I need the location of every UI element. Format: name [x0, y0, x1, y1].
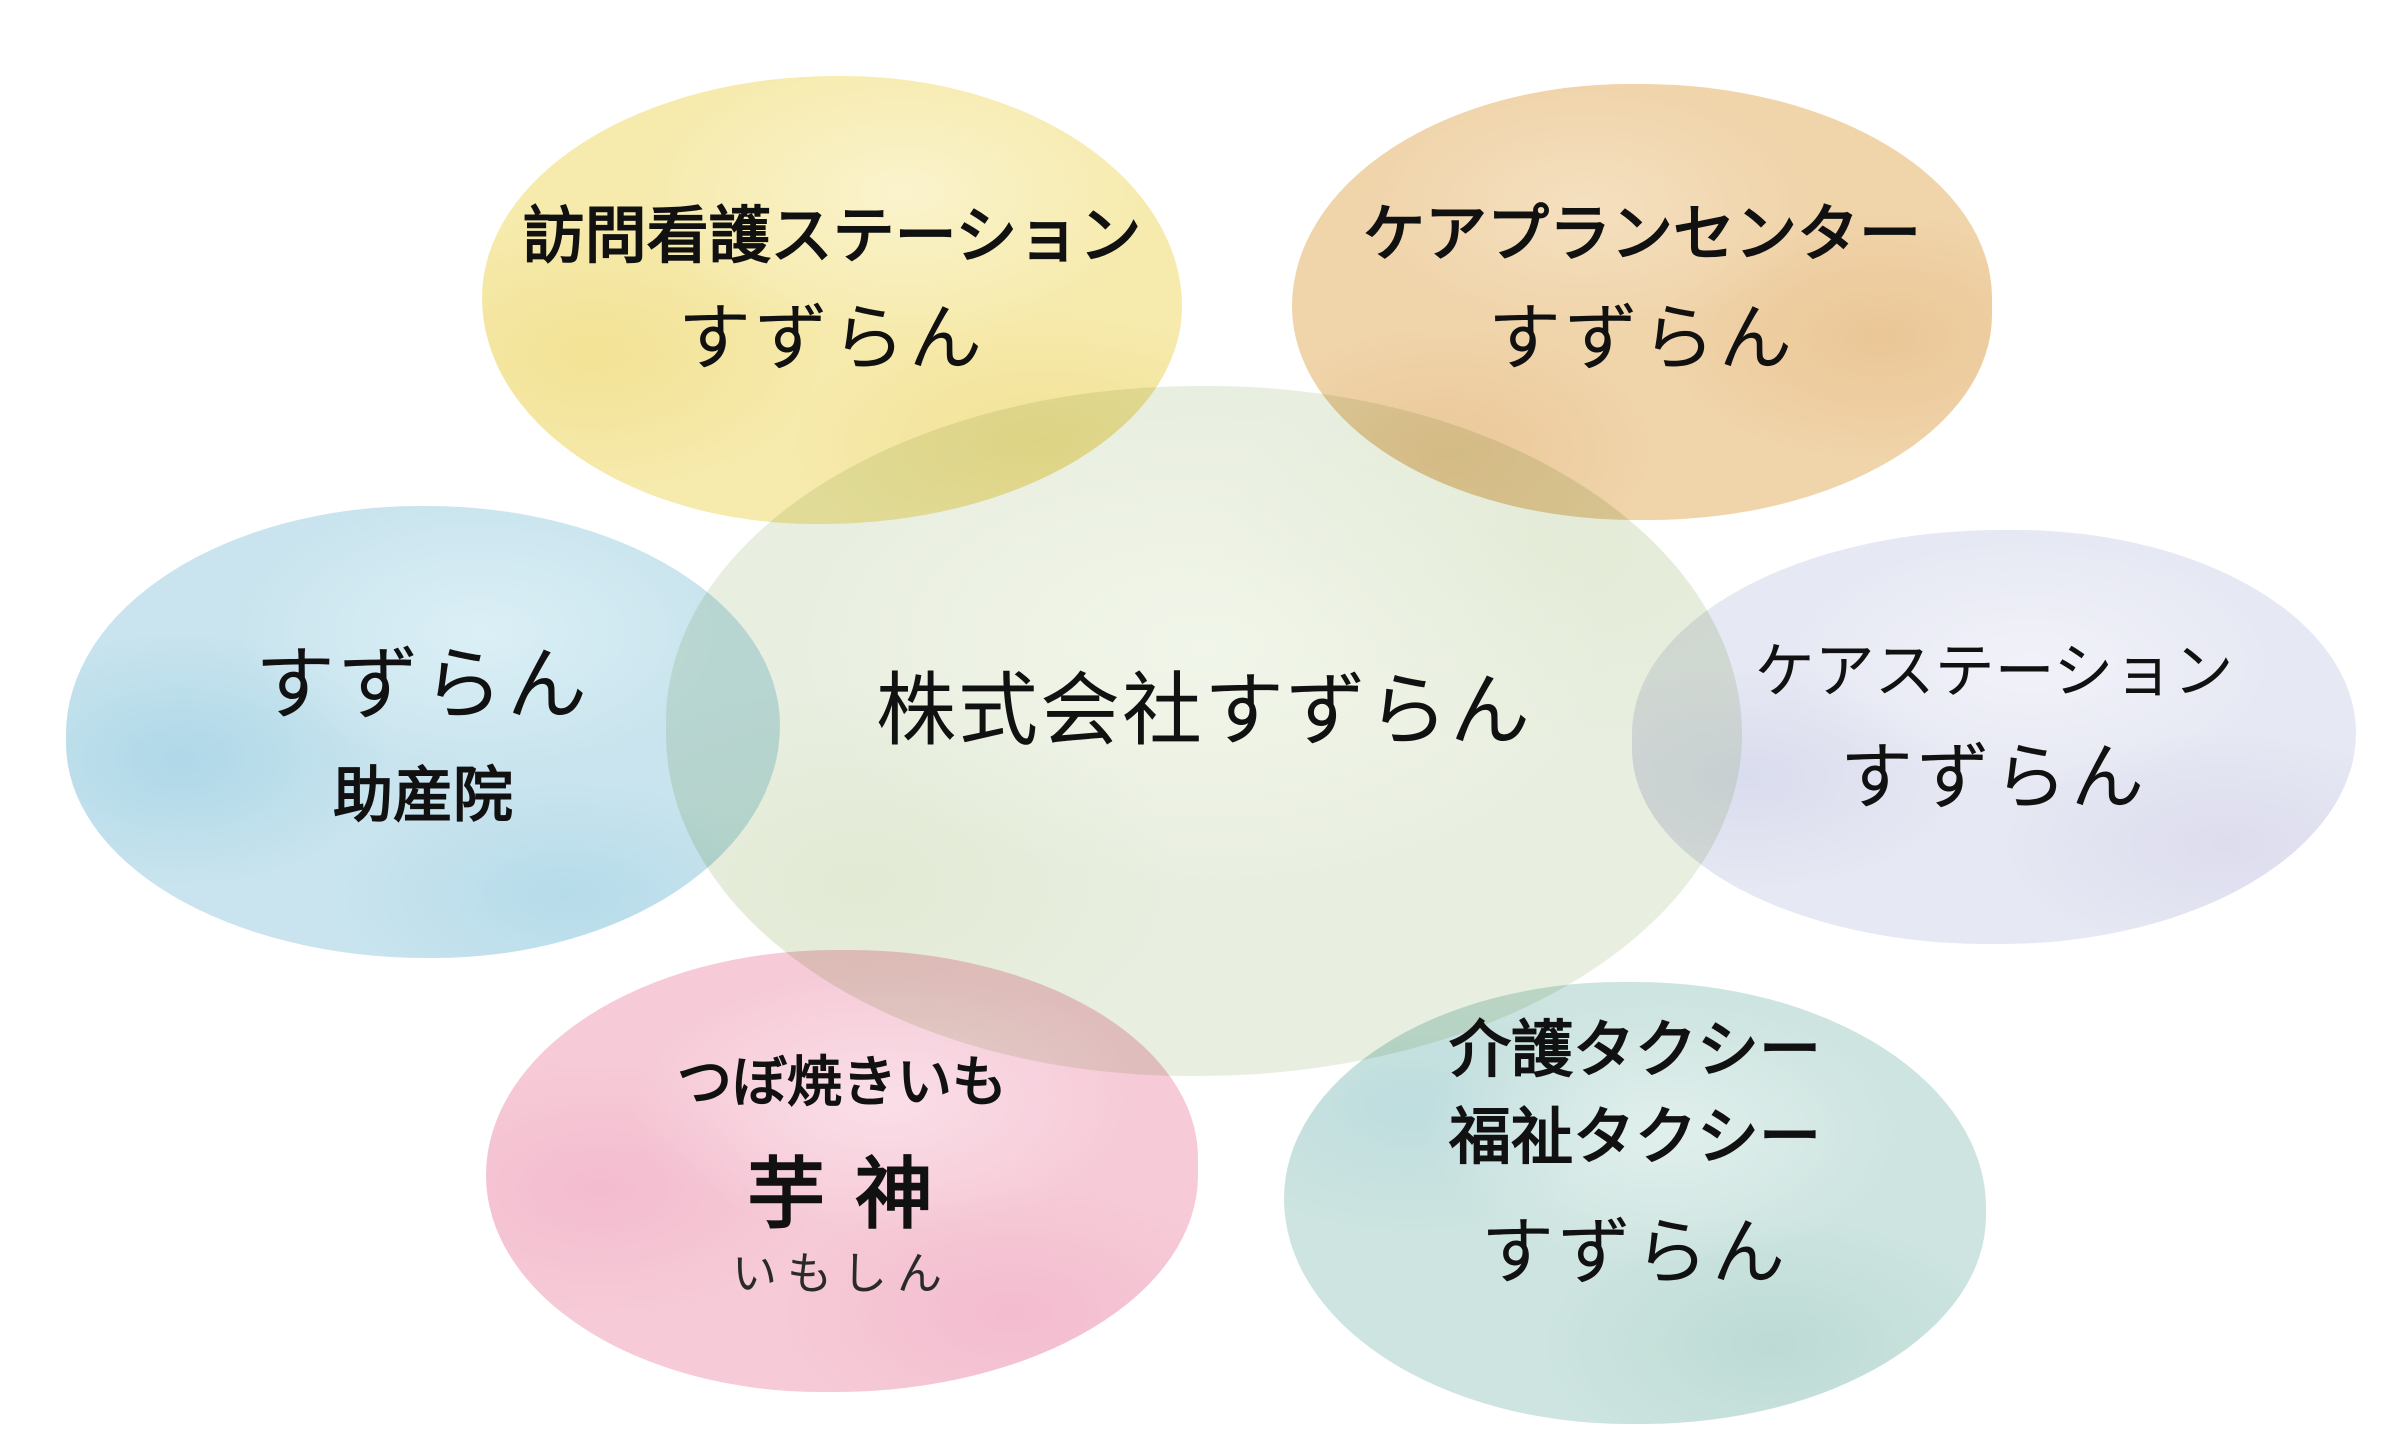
ellipse-care-station: ケアステーション すずらん	[1632, 530, 2356, 944]
org-name-text: すずらん	[1840, 736, 2148, 818]
ellipse-head-company: 株式会社すずらん	[666, 386, 1742, 1076]
org-name-text: すずらん	[1487, 297, 1796, 379]
ellipse-care-plan-center-label: ケアプランセンター すずらん	[1363, 199, 1921, 380]
org-name-reading-text: いもしん	[731, 1247, 952, 1299]
ellipse-visiting-nurse-station: 訪問看護ステーション すずらん	[482, 76, 1182, 524]
ellipse-care-taxi: 介護タクシー 福祉タクシー すずらん	[1284, 982, 1986, 1424]
org-name-text: すずらん	[1480, 1212, 1789, 1294]
org-type-text: ケアステーション	[1754, 637, 2234, 705]
org-type-text-2: 福祉タクシー	[1448, 1103, 1821, 1173]
ellipse-care-station-label: ケアステーション すずらん	[1755, 637, 2234, 820]
ellipse-imoshin-shop-label: つぼ焼きいも 芋 神 いもしん	[677, 1051, 1007, 1300]
org-type-text: ケアプランセンター	[1362, 200, 1921, 270]
company-name-text: 株式会社すずらん	[876, 666, 1532, 755]
ellipse-head-company-label: 株式会社すずらん	[876, 665, 1532, 757]
ellipse-midwifery-clinic-label: すずらん 助産院	[255, 639, 591, 830]
ellipse-care-taxi-label: 介護タクシー 福祉タクシー すずらん	[1449, 1015, 1821, 1296]
org-name-text: 芋 神	[747, 1149, 937, 1238]
ellipse-midwifery-clinic: すずらん 助産院	[66, 506, 780, 958]
org-name-text: すずらん	[255, 639, 591, 729]
org-type-text: つぼ焼きいも	[676, 1050, 1007, 1113]
ellipse-visiting-nurse-station-label: 訪問看護ステーション すずらん	[523, 201, 1142, 380]
org-type-text: 訪問看護ステーション	[522, 202, 1142, 272]
org-name-text: すずらん	[677, 297, 986, 379]
org-type-text: 助産院	[333, 761, 513, 829]
ellipse-imoshin-shop: つぼ焼きいも 芋 神 いもしん	[486, 950, 1198, 1392]
org-type-text: 介護タクシー	[1448, 1015, 1821, 1085]
